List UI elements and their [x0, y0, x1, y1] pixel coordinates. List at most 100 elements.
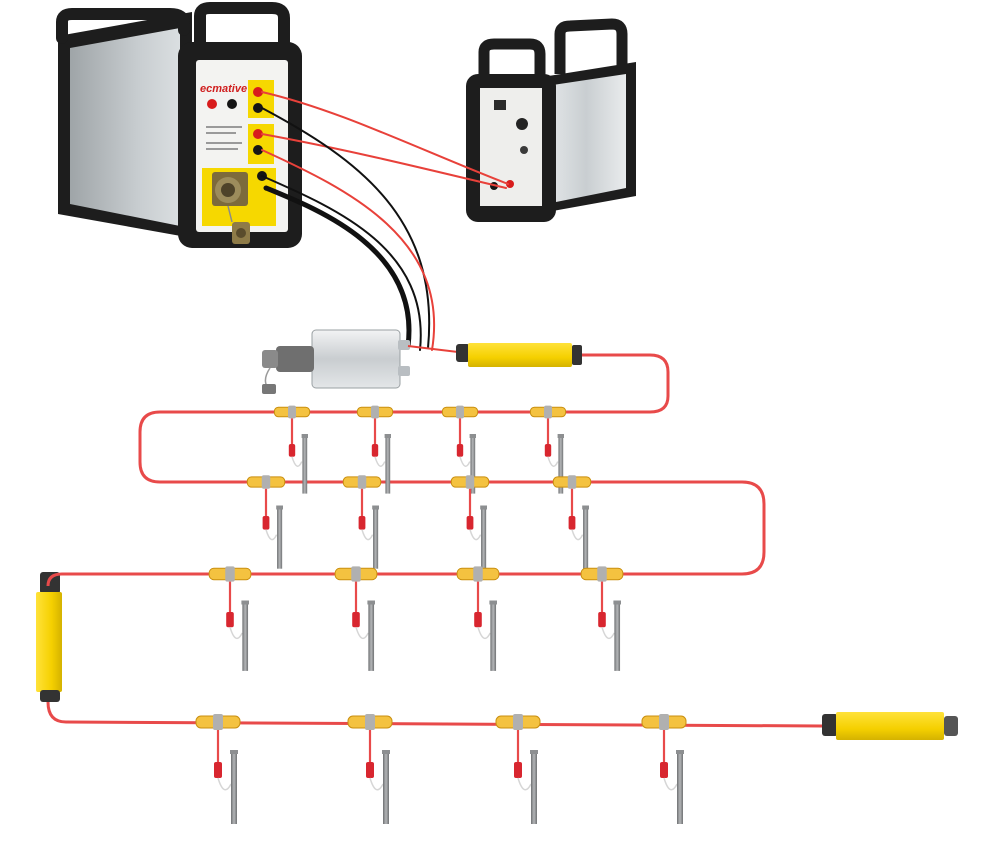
ground-electrode-assembly: [456, 566, 500, 671]
terminal-red-aux[interactable]: [207, 99, 217, 109]
terminal-black-1[interactable]: [253, 103, 263, 113]
crocodile-clamp[interactable]: [544, 444, 552, 457]
cable-junction-to-module: [407, 345, 459, 353]
tee-connector-band: [288, 405, 296, 419]
crocodile-clamp[interactable]: [371, 444, 379, 457]
clamp-wire: [571, 529, 584, 541]
ground-electrode-rod: [490, 602, 497, 671]
ground-electrode-assembly: [208, 566, 252, 671]
grounding-electrode-network: [195, 405, 687, 824]
ground-electrode-assembly: [580, 566, 624, 671]
cable-black-bundle: [263, 185, 412, 349]
clamp-wire: [361, 529, 374, 541]
remote-unit-socket[interactable]: [520, 146, 528, 154]
remote-unit-display: [494, 100, 506, 110]
crocodile-clamp[interactable]: [214, 762, 222, 778]
rod-cap: [382, 750, 390, 754]
tee-connector-band: [544, 405, 552, 419]
yellow-module-left-body: [36, 592, 62, 692]
rod-cap: [367, 600, 375, 605]
ground-electrode-assembly: [641, 714, 687, 824]
clamp-wire: [459, 456, 471, 467]
ground-electrode-assembly: [356, 405, 394, 494]
terminal-black-aux[interactable]: [227, 99, 237, 109]
main-test-unit: ecmative: [56, 1, 302, 248]
crocodile-clamp[interactable]: [288, 444, 296, 457]
clamp-wire: [369, 777, 384, 791]
yellow-module-top-body: [468, 343, 572, 367]
remote-terminal-red[interactable]: [506, 180, 514, 188]
ground-electrode-assembly: [347, 714, 393, 824]
rod-cap: [557, 434, 564, 438]
rod-cap: [469, 434, 476, 438]
tee-connector-band: [473, 566, 483, 582]
yellow-module-end: [822, 712, 958, 740]
rod-cap: [301, 434, 308, 438]
clamp-wire: [374, 456, 386, 467]
clamp-wire: [265, 529, 278, 541]
junction-box-connector[interactable]: [262, 346, 314, 372]
terminal-red-1[interactable]: [253, 87, 263, 97]
tee-connector-band: [357, 475, 367, 489]
tee-connector-band: [659, 714, 669, 730]
ground-electrode-rod: [558, 436, 564, 494]
panel-circular-connector[interactable]: [212, 172, 248, 206]
crocodile-clamp[interactable]: [226, 612, 234, 628]
ground-electrode-rod: [373, 507, 379, 569]
panel-text-lines: [206, 126, 242, 150]
ground-electrode-assembly: [529, 405, 567, 494]
crocodile-clamp[interactable]: [456, 444, 464, 457]
crocodile-clamp[interactable]: [262, 516, 270, 530]
tee-connector-band: [567, 475, 577, 489]
terminal-black-2[interactable]: [253, 145, 263, 155]
ground-electrode-rod: [383, 752, 389, 824]
crocodile-clamp[interactable]: [514, 762, 522, 778]
crocodile-clamp[interactable]: [352, 612, 360, 628]
rod-cap: [582, 505, 589, 510]
crocodile-clamp[interactable]: [358, 516, 366, 530]
lead-cables: [261, 91, 509, 351]
rod-cap: [676, 750, 684, 754]
ground-electrode-assembly: [495, 714, 541, 824]
crocodile-clamp[interactable]: [598, 612, 606, 628]
crocodile-clamp[interactable]: [568, 516, 576, 530]
rod-cap: [489, 600, 497, 605]
remote-unit-side-handle: [554, 18, 628, 74]
ground-electrode-rod: [470, 436, 476, 494]
clamp-wire: [355, 626, 369, 640]
rod-cap: [241, 600, 249, 605]
yellow-module-end-body: [836, 712, 944, 740]
tee-connector-band: [371, 405, 379, 419]
crocodile-clamp[interactable]: [660, 762, 668, 778]
clamp-wire: [477, 626, 491, 640]
cable-red-to-remote-2: [261, 133, 507, 189]
junction-box: [262, 329, 410, 394]
ground-electrode-rod: [481, 507, 487, 569]
cable-black-down-1: [261, 107, 431, 349]
remote-unit-knob[interactable]: [516, 118, 528, 130]
rod-cap: [480, 505, 487, 510]
tee-connector-band: [351, 566, 361, 582]
rod-cap: [384, 434, 391, 438]
clamp-wire: [291, 456, 303, 467]
tee-connector-band: [465, 475, 475, 489]
trunk-cable: [46, 353, 823, 728]
clamp-wire: [517, 777, 532, 791]
terminal-red-2[interactable]: [253, 129, 263, 139]
tee-connector-band: [597, 566, 607, 582]
ground-electrode-rod: [277, 507, 283, 569]
ground-electrode-rod: [302, 436, 308, 494]
ground-electrode-assembly: [246, 475, 286, 569]
remote-test-unit: [466, 18, 636, 222]
crocodile-clamp[interactable]: [466, 516, 474, 530]
junction-box-gland-top: [398, 340, 410, 350]
crocodile-clamp[interactable]: [474, 612, 482, 628]
crocodile-clamp[interactable]: [366, 762, 374, 778]
ground-electrode-assembly: [342, 475, 382, 569]
clamp-wire: [547, 456, 559, 467]
tee-connector-band: [261, 475, 271, 489]
brand-label: ecmative: [200, 83, 247, 95]
main-unit-top-handle: [194, 1, 290, 44]
main-unit-side-body: [62, 18, 190, 232]
connector-cap: [227, 205, 250, 244]
